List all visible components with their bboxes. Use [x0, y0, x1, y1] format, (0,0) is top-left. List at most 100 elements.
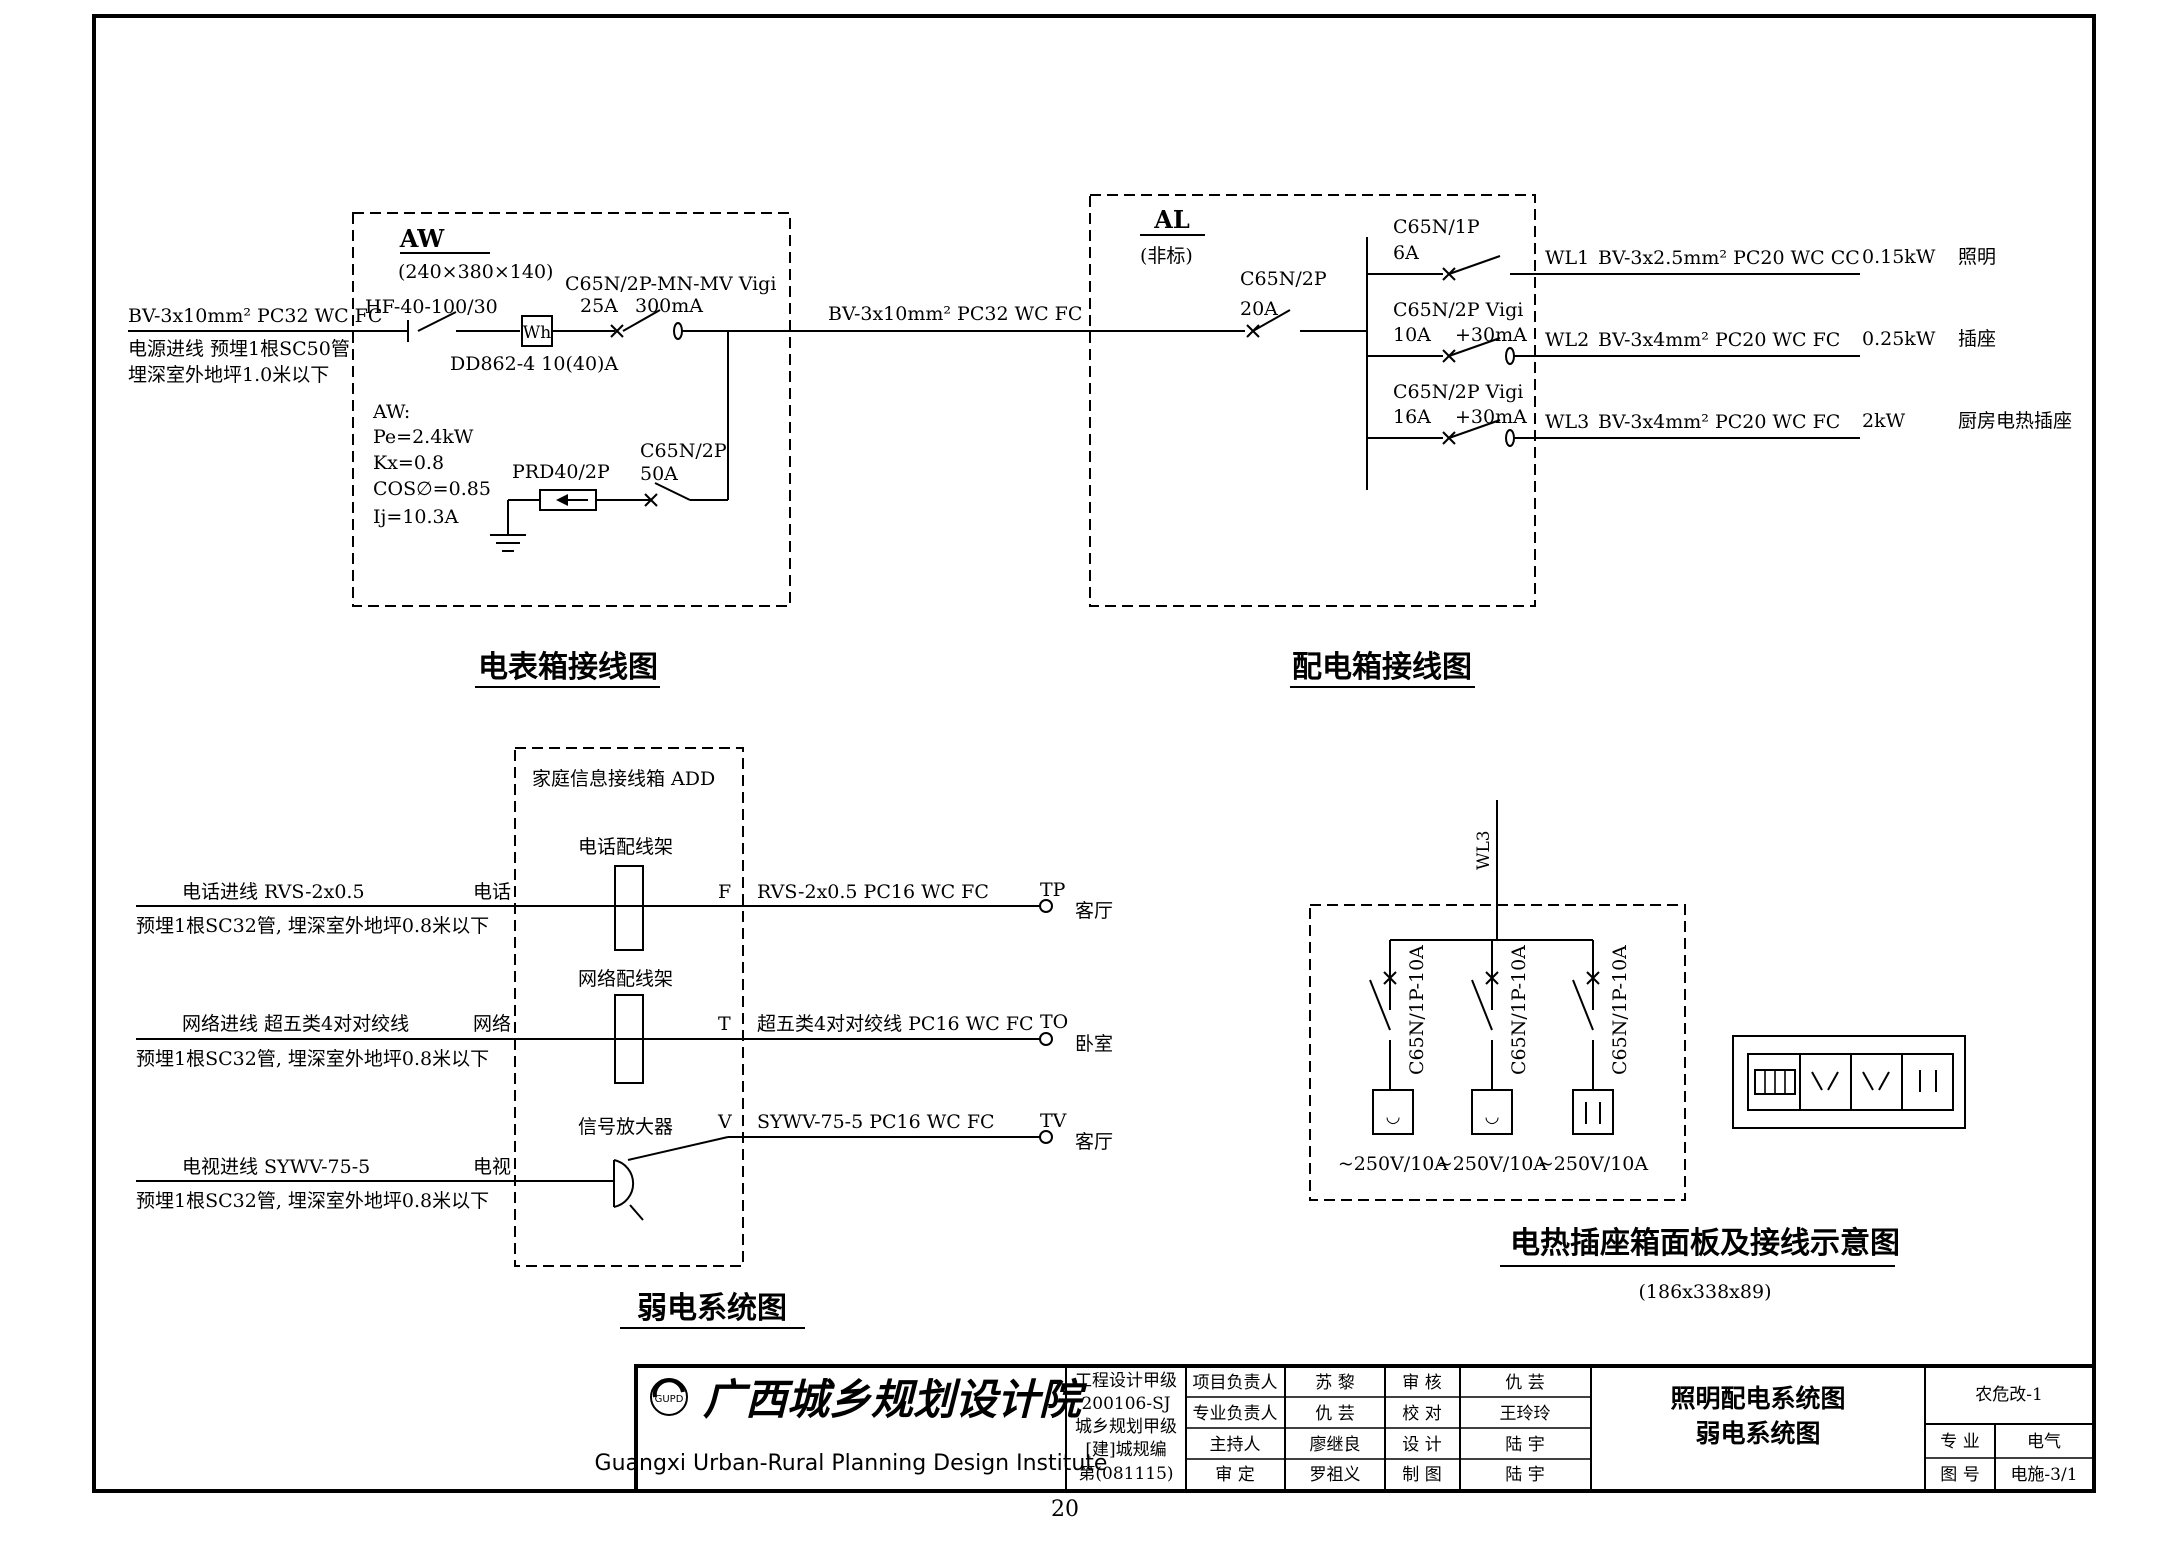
spd-breaker-rating: 50A [640, 463, 678, 485]
meter-breaker-label: C65N/2P-MN-MV Vigi [565, 273, 776, 295]
svg-text:网络配线架: 网络配线架 [578, 968, 673, 990]
circuit-id: WL1 [1545, 247, 1589, 269]
weak-current-diagram: 家庭信息接线箱 ADD 电话进线 RVS-2x0.5 电话 预埋1根SC32管,… [136, 747, 1113, 1329]
svg-text:10A: 10A [1393, 324, 1431, 346]
svg-text:电话配线架: 电话配线架 [578, 836, 673, 858]
distribution-box-code: AL [1153, 205, 1190, 234]
svg-text:电气: 电气 [2027, 1432, 2061, 1452]
main-switch-label: HF-40-100/30 [365, 296, 498, 318]
amplifier-icon [613, 1136, 729, 1221]
distribution-box-diagram: AL (非标) C65N/2P 20A C65N/1P 6A WL1 BV-3x… [1085, 194, 2072, 688]
title-block: GUPD 广西城乡规划设计院 Guangxi Urban-Rural Plann… [595, 1364, 2096, 1493]
circuit-cable: BV-3x2.5mm² PC20 WC CC [1598, 247, 1860, 269]
circuit-power: 0.15kW [1862, 246, 1936, 268]
heater-feeder-label: WL3 [1474, 830, 1494, 870]
spd-breaker-label: C65N/2P [640, 440, 727, 462]
al-main-rating: 20A [1240, 298, 1278, 320]
svg-text:[建]城规编: [建]城规编 [1085, 1440, 1166, 1460]
svg-text:苏 黎: 苏 黎 [1315, 1373, 1354, 1393]
circuit-id: WL3 [1545, 411, 1589, 433]
meter-box-diagram: AW (240×380×140) BV-3x10mm² PC32 WC FC 电… [128, 212, 1085, 688]
meter-label: DD862-4 10(40)A [450, 353, 618, 375]
circuit-use: 照明 [1958, 246, 1996, 268]
svg-text:RVS-2x0.5 PC16 WC FC: RVS-2x0.5 PC16 WC FC [757, 881, 989, 903]
meter-param-2: Kx=0.8 [373, 452, 444, 474]
heater-box-size: (186x338x89) [1639, 1281, 1772, 1303]
socket-panel-icon [1732, 1035, 1966, 1129]
svg-text:网络: 网络 [473, 1013, 511, 1035]
meter-param-4: Ij=10.3A [373, 506, 459, 528]
meter-param-3: COS∅=0.85 [373, 478, 491, 500]
meter-param-0: AW: [372, 401, 410, 423]
info-box-outline [514, 747, 744, 1267]
svg-text:电话: 电话 [473, 881, 511, 903]
svg-text:电视: 电视 [473, 1156, 511, 1178]
svg-text:GUPD: GUPD [655, 1394, 684, 1405]
tv-outlet-icon [1039, 1130, 1053, 1144]
meter-breaker-rating: 25A [580, 295, 618, 317]
drawing-number: 电施-3/1 [2010, 1465, 2077, 1485]
svg-text:仇 芸: 仇 芸 [1505, 1373, 1544, 1393]
meter-breaker-leakage: 300mA [635, 295, 703, 317]
al-circuit-2: C65N/2P Vigi 10A +30mA WL2 BV-3x4mm² PC2… [1367, 299, 1996, 365]
svg-text:审 定: 审 定 [1215, 1465, 1254, 1485]
company-name-cn: 广西城乡规划设计院 [703, 1375, 1088, 1424]
drawing-title-2: 弱电系统图 [1695, 1419, 1820, 1448]
svg-text:陆 宇: 陆 宇 [1505, 1435, 1544, 1455]
circuit-use: 插座 [1958, 328, 1996, 350]
svg-text:设 计: 设 计 [1402, 1435, 1441, 1455]
svg-text:网络进线 超五类4对对绞线: 网络进线 超五类4对对绞线 [182, 1013, 409, 1035]
svg-text:信号放大器: 信号放大器 [578, 1116, 673, 1138]
socket-icon [1372, 1089, 1414, 1135]
drawing-title-1: 照明配电系统图 [1670, 1384, 1845, 1413]
svg-text:电话进线 RVS-2x0.5: 电话进线 RVS-2x0.5 [182, 881, 365, 903]
svg-text:专 业: 专 业 [1940, 1432, 1979, 1452]
svg-text:C65N/1P-10A: C65N/1P-10A [1609, 945, 1631, 1075]
svg-text:图 号: 图 号 [1940, 1465, 1979, 1485]
circuit-power: 0.25kW [1862, 328, 1936, 350]
svg-text:TV: TV [1040, 1110, 1067, 1132]
telephone-outlet-icon [1039, 899, 1053, 913]
svg-text:~250V/10A: ~250V/10A [1338, 1153, 1448, 1175]
svg-text:◡: ◡ [1386, 1107, 1401, 1127]
svg-text:+30mA: +30mA [1455, 406, 1527, 428]
svg-text:T: T [718, 1013, 731, 1035]
svg-text:仇 芸: 仇 芸 [1315, 1404, 1354, 1424]
spd-label: PRD40/2P [512, 461, 610, 483]
svg-text:TO: TO [1040, 1011, 1068, 1033]
info-box-title: 家庭信息接线箱 ADD [532, 768, 715, 790]
svg-text:第(081115): 第(081115) [1078, 1464, 1173, 1484]
svg-text:V: V [717, 1111, 732, 1133]
svg-text:预埋1根SC32管, 埋深室外地坪0.8米以下: 预埋1根SC32管, 埋深室外地坪0.8米以下 [136, 915, 489, 937]
svg-text:客厅: 客厅 [1075, 900, 1113, 922]
svg-text:TP: TP [1040, 879, 1066, 901]
al-main-breaker: C65N/2P [1240, 268, 1327, 290]
network-frame-symbol [614, 994, 644, 1084]
socket-icon [1572, 1089, 1614, 1135]
telephone-frame-symbol [614, 865, 644, 951]
heater-box-title: 电热插座箱面板及接线示意图 [1510, 1226, 1900, 1261]
distribution-box-title: 配电箱接线图 [1292, 650, 1472, 685]
svg-text:电视进线 SYWV-75-5: 电视进线 SYWV-75-5 [182, 1156, 370, 1178]
meter-incoming-cable: BV-3x10mm² PC32 WC FC [128, 305, 382, 327]
network-outlet-icon [1039, 1032, 1053, 1046]
svg-text:C65N/2P Vigi: C65N/2P Vigi [1393, 299, 1523, 321]
page-number: 20 [1051, 1497, 1079, 1522]
svg-text:C65N/1P: C65N/1P [1393, 216, 1480, 238]
svg-text:+30mA: +30mA [1455, 324, 1527, 346]
heater-socket-box-diagram: WL3 C65N/1P-10A ◡ ~250V/10A C65N/1P-10A … [1309, 800, 1966, 1303]
meter-box-outline [352, 212, 791, 607]
sheet-frame [92, 14, 2096, 1493]
circuit-cable: BV-3x4mm² PC20 WC FC [1598, 411, 1840, 433]
svg-text:C65N/2P Vigi: C65N/2P Vigi [1393, 381, 1523, 403]
svg-text:项目负责人: 项目负责人 [1193, 1373, 1278, 1393]
company-logo-icon: GUPD [650, 1378, 688, 1416]
svg-text:陆 宇: 陆 宇 [1505, 1465, 1544, 1485]
svg-text:6A: 6A [1393, 242, 1419, 264]
svg-text:王玲玲: 王玲玲 [1500, 1404, 1551, 1424]
svg-text:超五类4对对绞线 PC16 WC FC: 超五类4对对绞线 PC16 WC FC [757, 1013, 1034, 1035]
distribution-box-sub: (非标) [1140, 245, 1193, 267]
heater-box-outline [1309, 904, 1686, 1201]
circuit-use: 厨房电热插座 [1958, 410, 2072, 432]
